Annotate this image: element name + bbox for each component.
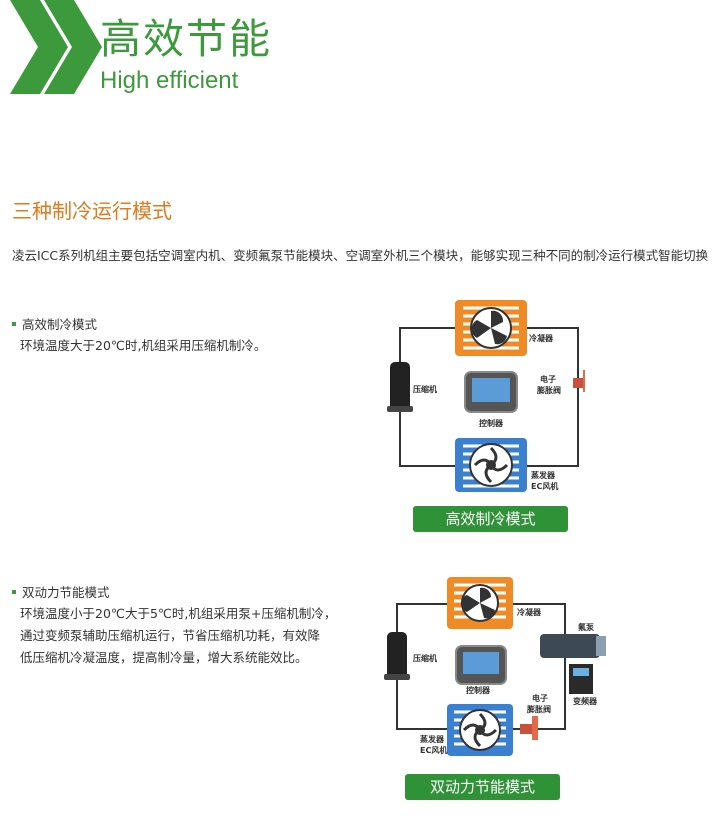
mode-2-desc-line-1: 环境温度小于20℃大于5℃时,机组采用泵+压缩机制冷， <box>20 606 337 621</box>
condenser-fan-icon <box>455 300 527 356</box>
mode-1-button[interactable]: 高效制冷模式 <box>413 506 568 532</box>
controller-label: 控制器 <box>466 686 490 695</box>
valve-label-2: 膨胀阀 <box>537 386 561 395</box>
page-subtitle: High efficient <box>100 67 239 94</box>
condenser-fan-icon <box>447 577 513 629</box>
compressor-label: 压缩机 <box>413 385 437 394</box>
condenser-label: 冷凝器 <box>529 334 553 343</box>
evaporator-label: 蒸发器 <box>420 735 444 744</box>
inverter-label: 变频器 <box>573 697 597 706</box>
valve-label-1: 电子 <box>532 694 548 703</box>
expansion-valve-icon <box>520 716 538 740</box>
section-title: 三种制冷运行模式 <box>12 199 172 223</box>
controller-icon <box>455 645 507 685</box>
mode-2-diagram <box>384 577 606 756</box>
mode-1-desc: 环境温度大于20℃时,机组采用压缩机制冷。 <box>20 338 267 353</box>
bullet-icon <box>12 321 16 326</box>
valve-label-1: 电子 <box>540 375 556 384</box>
evaporator-fan-icon <box>455 438 527 492</box>
mode-2-button[interactable]: 双动力节能模式 <box>405 774 560 800</box>
pump-label: 氟泵 <box>578 623 594 632</box>
mode-1-title: 高效制冷模式 <box>12 316 97 334</box>
evaporator-fan-icon <box>447 704 513 756</box>
mode-2-desc-line-3: 低压缩机冷凝温度，提高制冷量，增大系统能效比。 <box>20 650 308 665</box>
compressor-icon <box>384 632 410 680</box>
ec-fan-label: EC风机 <box>531 482 559 491</box>
compressor-icon <box>387 362 413 412</box>
mode-1-diagram <box>387 300 585 492</box>
page-title: 高效节能 <box>100 15 272 63</box>
mode-2-title: 双动力节能模式 <box>12 584 110 602</box>
mode-1-title-text: 高效制冷模式 <box>22 317 98 332</box>
compressor-label: 压缩机 <box>413 654 437 663</box>
evaporator-label: 蒸发器 <box>531 471 555 480</box>
fluorine-pump-icon <box>540 634 606 658</box>
chevron-arrows-icon <box>10 0 102 94</box>
inverter-icon <box>569 664 593 694</box>
section-intro: 凌云ICC系列机组主要包括空调室内机、变频氟泵节能模块、空调室外机三个模块，能够… <box>12 248 709 263</box>
mode-2-title-text: 双动力节能模式 <box>22 585 110 600</box>
controller-label: 控制器 <box>479 419 503 428</box>
valve-label-2: 膨胀阀 <box>527 705 551 714</box>
ec-fan-label: EC风机 <box>420 746 448 755</box>
condenser-label: 冷凝器 <box>517 608 541 617</box>
mode-2-desc-line-2: 通过变频泵辅助压缩机运行，节省压缩机功耗，有效降 <box>20 628 321 643</box>
expansion-valve-icon <box>573 370 585 392</box>
controller-icon <box>464 371 518 413</box>
bullet-icon <box>12 589 16 594</box>
